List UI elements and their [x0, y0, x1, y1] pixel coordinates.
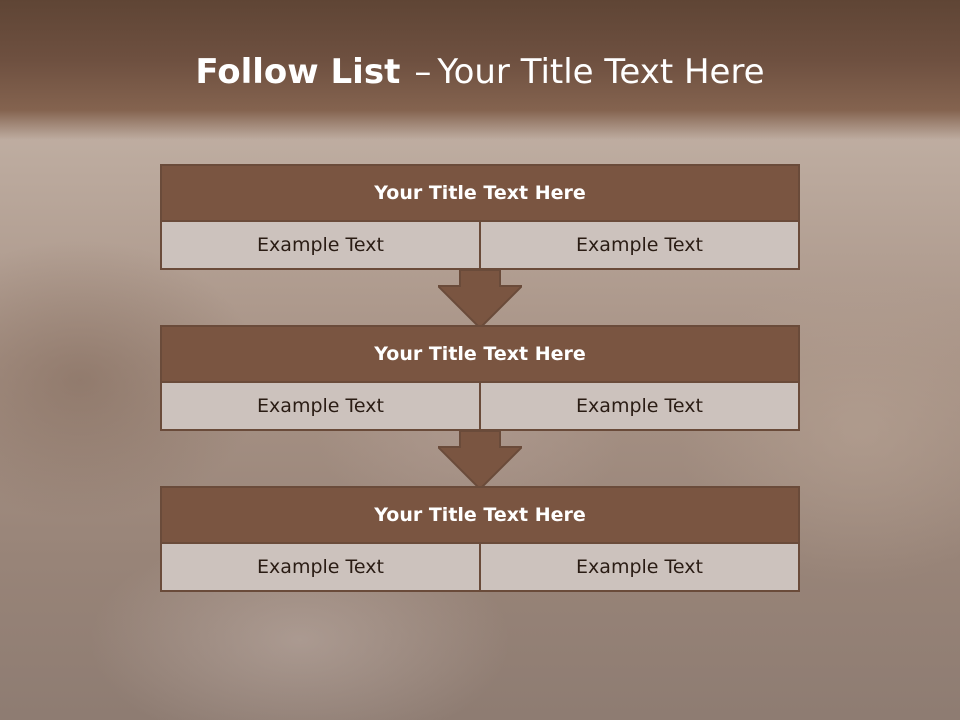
down-arrow-icon: [438, 270, 522, 328]
step-3-cell-left: Example Text: [162, 544, 479, 590]
step-1-cell-left: Example Text: [162, 222, 479, 268]
step-2-cell-left: Example Text: [162, 383, 479, 429]
step-3-cells: Example Text Example Text: [162, 544, 798, 590]
step-box-3: Your Title Text Here Example Text Exampl…: [160, 486, 800, 592]
down-arrow-icon: [438, 431, 522, 489]
title-rest: Your Title Text Here: [437, 52, 765, 92]
step-1-cells: Example Text Example Text: [162, 222, 798, 268]
step-box-2: Your Title Text Here Example Text Exampl…: [160, 325, 800, 431]
step-2-title: Your Title Text Here: [162, 327, 798, 383]
step-3-title: Your Title Text Here: [162, 488, 798, 544]
step-1-cell-right: Example Text: [479, 222, 798, 268]
title-separator: –: [414, 52, 432, 92]
header-band: [0, 0, 960, 140]
title-bold-part: Follow List: [195, 52, 401, 92]
step-2-cell-right: Example Text: [479, 383, 798, 429]
step-box-1: Your Title Text Here Example Text Exampl…: [160, 164, 800, 270]
slide-title: Follow List–Your Title Text Here: [0, 52, 960, 92]
step-1-title: Your Title Text Here: [162, 166, 798, 222]
step-2-cells: Example Text Example Text: [162, 383, 798, 429]
step-3-cell-right: Example Text: [479, 544, 798, 590]
